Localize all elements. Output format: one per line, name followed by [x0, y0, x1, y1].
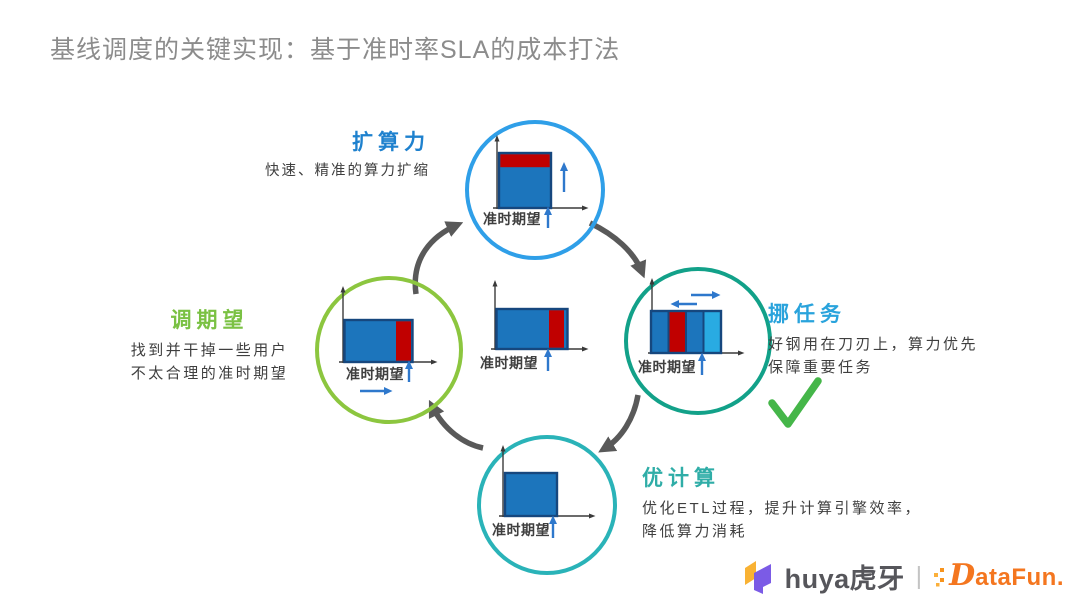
desc-move-tasks: 好钢用在刀刃上，算力优先 保障重要任务	[768, 336, 979, 376]
heading-optimize-compute: 优计算	[642, 467, 720, 490]
axis-label-center: 准时期望	[480, 355, 538, 371]
huya-logo-icon	[744, 560, 771, 594]
desc-optimize-compute: 优化ETL过程，提升计算引擎效率， 降低算力消耗	[642, 500, 923, 540]
chart-center-baseline: 准时期望	[480, 280, 589, 371]
axis-label-top: 准时期望	[483, 211, 541, 227]
desc-expand-compute: 快速、精准的算力扩缩	[265, 163, 430, 179]
axis-label-bottom: 准时期望	[492, 522, 550, 538]
label-optimize-compute: 优计算 优化ETL过程，提升计算引擎效率， 降低算力消耗	[642, 462, 942, 543]
logo-separator: |	[915, 562, 923, 590]
desc-adjust-expectation: 找到并干掉一些用户 不太合理的准时期望	[130, 342, 289, 382]
axis-label-left: 准时期望	[346, 366, 404, 382]
chart-expand-compute: 准时期望	[483, 135, 589, 228]
chart-move-tasks: 准时期望	[638, 278, 745, 375]
label-adjust-expectation: 调期望 找到并干掉一些用户 不太合理的准时期望	[106, 304, 313, 385]
heading-adjust-expectation: 调期望	[170, 309, 249, 332]
circle-expand-compute	[465, 120, 605, 260]
checkmark-icon	[768, 377, 822, 428]
huya-logo-text: huya虎牙	[784, 564, 905, 594]
circle-move-tasks	[624, 267, 772, 415]
chart-adjust-expectation: 准时期望	[339, 286, 438, 395]
page-title: 基线调度的关键实现：基于准时率SLA的成本打法	[50, 36, 621, 64]
datafun-logo-text: ataFun.	[975, 564, 1064, 591]
arrow-bottom-to-left	[428, 399, 484, 451]
axis-label-right: 准时期望	[638, 359, 696, 375]
datafun-logo-d: D	[949, 558, 976, 593]
chart-optimize-compute: 准时期望	[492, 445, 596, 538]
circle-adjust-expectation	[315, 276, 463, 424]
arrow-top-to-right	[588, 220, 647, 279]
arrow-right-to-bottom	[598, 394, 641, 453]
circle-optimize-compute	[477, 435, 617, 575]
heading-expand-compute: 扩算力	[352, 131, 430, 154]
label-expand-compute: 扩算力 快速、精准的算力扩缩	[228, 126, 430, 183]
label-move-tasks: 挪任务 好钢用在刀刃上，算力优先 保障重要任务	[768, 298, 1008, 379]
datafun-dots-icon	[934, 567, 945, 586]
heading-move-tasks: 挪任务	[768, 303, 846, 326]
